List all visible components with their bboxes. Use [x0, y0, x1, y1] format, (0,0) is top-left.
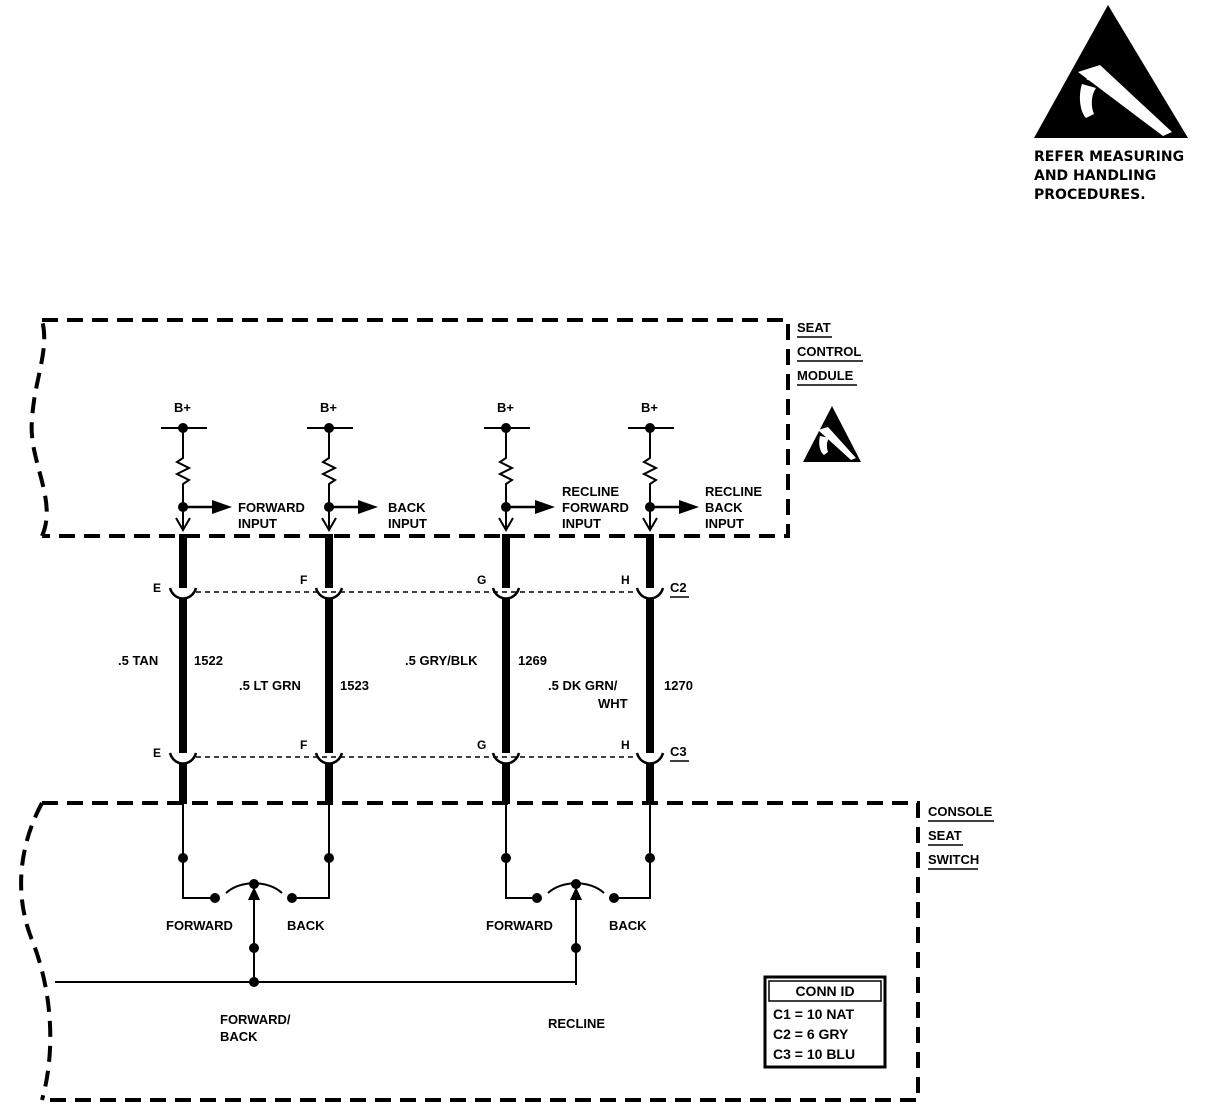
pin-e-c3: E [153, 746, 161, 760]
common-line [55, 948, 577, 983]
seat-control-module-label-2: CONTROL [797, 344, 861, 359]
wire-4-color-2: WHT [598, 696, 628, 711]
conn-id-c1: C1 = 10 NAT [773, 1006, 854, 1022]
forward-input-label-1: FORWARD [238, 500, 305, 515]
recline-fwd-input-label-2: FORWARD [562, 500, 629, 515]
pin-f-c2: F [300, 573, 307, 587]
console-seat-switch-label-1: CONSOLE [928, 804, 993, 819]
recline-back-input-label-2: BACK [705, 500, 743, 515]
recline-switch-back-label: BACK [609, 918, 647, 933]
recline-back-input-label-3: INPUT [705, 516, 744, 531]
wire-3-color: .5 GRY/BLK [405, 653, 478, 668]
esd-notice-line1: REFER MEASURING [1034, 149, 1184, 165]
pin-e-c2: E [153, 581, 161, 595]
console-seat-switch-boundary [19, 801, 920, 1102]
recline-switch-forward-label: FORWARD [486, 918, 553, 933]
seat-control-module-label-1: SEAT [797, 320, 831, 335]
wire-4-color-1: .5 DK GRN/ [548, 678, 618, 693]
recline-fwd-input-label-1: RECLINE [562, 484, 619, 499]
recline-switch [501, 853, 655, 985]
fwd-back-switch-back-label: BACK [287, 918, 325, 933]
wire-2-circuit: 1523 [340, 678, 369, 693]
recline-fwd-input-label-3: INPUT [562, 516, 601, 531]
back-input-label-1: BACK [388, 500, 426, 515]
pin-g-c3: G [477, 738, 486, 752]
wire-2-color: .5 LT GRN [239, 678, 301, 693]
b-plus-label-2: B+ [320, 400, 337, 415]
circuit-forward: B+ [161, 400, 232, 858]
fwd-back-label-1: FORWARD/ [220, 1012, 291, 1027]
pin-g-c2: G [477, 573, 486, 587]
wire-4-circuit: 1270 [664, 678, 693, 693]
conn-id-c2: C2 = 6 GRY [773, 1026, 849, 1042]
b-plus-label-4: B+ [641, 400, 658, 415]
pin-h-c2: H [621, 573, 630, 587]
conn-id-title: CONN ID [795, 983, 854, 999]
conn-id-c3: C3 = 10 BLU [773, 1046, 855, 1062]
connector-c2-label: C2 [670, 580, 687, 595]
recline-back-input-label-1: RECLINE [705, 484, 762, 499]
circuit-recline-back: B+ [628, 400, 699, 858]
console-seat-switch-label-3: SWITCH [928, 852, 979, 867]
esd-small-icon [803, 406, 861, 462]
pin-h-c3: H [621, 738, 630, 752]
esd-notice-line2: AND HANDLING [1034, 168, 1156, 184]
recline-label: RECLINE [548, 1016, 605, 1031]
seat-control-module-label-3: MODULE [797, 368, 854, 383]
pin-f-c3: F [300, 738, 307, 752]
console-seat-switch-label-2: SEAT [928, 828, 962, 843]
conn-id-table: CONN ID C1 = 10 NAT C2 = 6 GRY C3 = 10 B… [763, 975, 887, 1069]
fwd-back-switch-forward-label: FORWARD [166, 918, 233, 933]
connector-c3-label: C3 [670, 744, 687, 759]
b-plus-label-1: B+ [174, 400, 191, 415]
forward-input-label-2: INPUT [238, 516, 277, 531]
fwd-back-label-2: BACK [220, 1029, 258, 1044]
circuit-back: B+ [307, 400, 378, 858]
forward-back-switch [178, 853, 334, 987]
wire-1-circuit: 1522 [194, 653, 223, 668]
esd-warning-icon [1034, 5, 1188, 138]
circuit-recline-forward: B+ [484, 400, 555, 858]
wire-3-circuit: 1269 [518, 653, 547, 668]
esd-notice-line3: PROCEDURES. [1034, 187, 1146, 203]
wire-1-color: .5 TAN [118, 653, 158, 668]
seat-control-module-boundary [29, 318, 790, 538]
b-plus-label-3: B+ [497, 400, 514, 415]
back-input-label-2: INPUT [388, 516, 427, 531]
